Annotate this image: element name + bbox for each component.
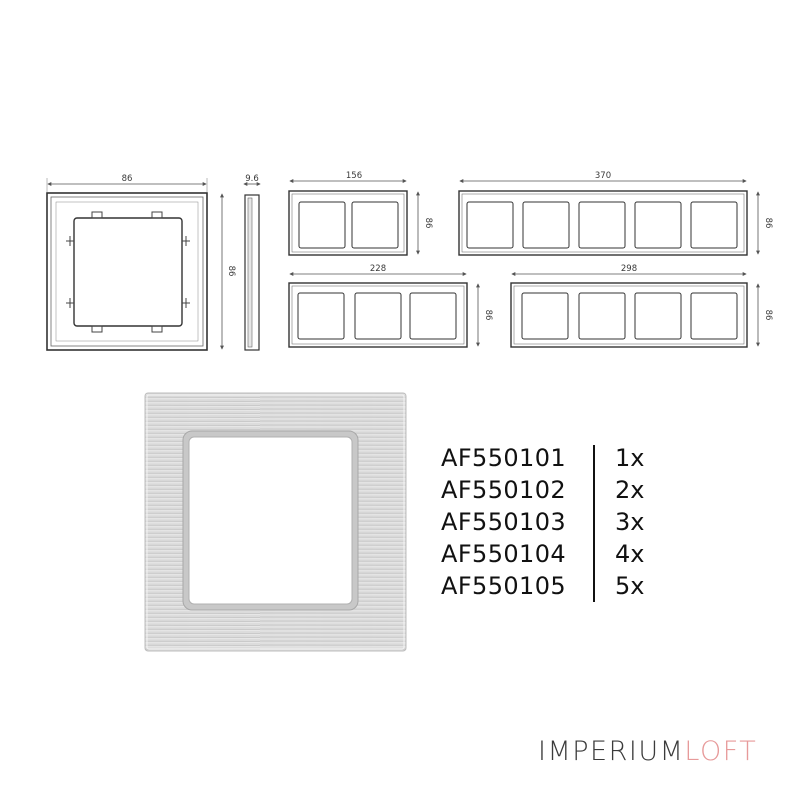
gang-count: 5x [615,572,645,600]
double-width-label: 156 [346,171,362,181]
brand-logo: IMPERIUMLOFT [538,736,757,767]
column-divider [593,570,595,602]
model-code: AF550103 [441,508,567,536]
column-divider [593,538,595,570]
brand-name-part1: IMPERIUM [538,736,685,767]
gang-count: 1x [615,444,645,472]
gang-count: 3x [615,508,645,536]
model-row: AF550102 2x [441,474,681,506]
triple-frame-drawing: 228 86 [288,264,493,348]
triple-height-label: 86 [483,310,493,321]
quintuple-frame-drawing: 370 86 [458,171,773,256]
gang-count: 4x [615,540,645,568]
quadruple-height-label: 86 [763,310,773,321]
model-code: AF550104 [441,540,567,568]
quintuple-height-label: 86 [763,218,773,229]
model-row: AF550103 3x [441,506,681,538]
model-list: AF550101 1x AF550102 2x AF550103 3x AF55… [441,442,681,602]
depth-label: 9.6 [245,174,259,184]
model-row: AF550101 1x [441,442,681,477]
frame-side-profile: 9.6 [243,174,261,351]
mounting-clips [66,211,190,333]
quadruple-width-label: 298 [621,264,637,274]
column-divider [593,445,595,477]
single-height-label: 86 [226,266,236,277]
model-row: AF550105 5x [441,570,681,602]
single-frame-front-view: 86 86 [46,174,236,351]
double-frame-drawing: 156 86 [288,171,433,256]
gang-count: 2x [615,476,645,504]
column-divider [593,506,595,538]
single-width-label: 86 [122,174,133,184]
model-code: AF550101 [441,444,567,472]
quintuple-width-label: 370 [595,171,611,181]
brand-name-part2: LOFT [684,736,758,767]
double-height-label: 86 [423,218,433,229]
triple-width-label: 228 [370,264,386,274]
quadruple-frame-drawing: 298 86 [510,264,773,348]
model-code: AF550105 [441,572,567,600]
model-row: AF550104 4x [441,538,681,570]
column-divider [593,474,595,506]
model-code: AF550102 [441,476,567,504]
brushed-metal-frame-photo [144,392,407,652]
